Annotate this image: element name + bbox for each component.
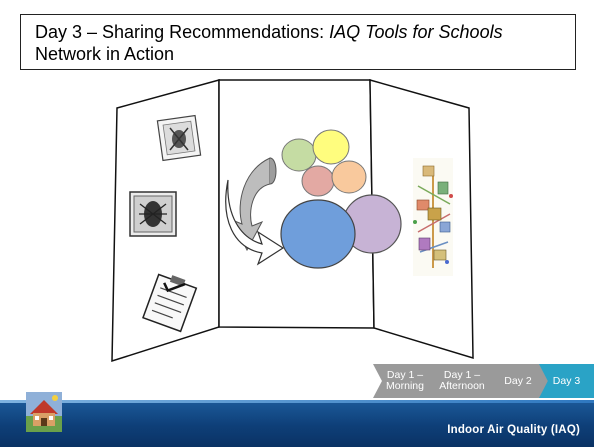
title-prefix: Day 3 – Sharing Recommendations:: [35, 22, 330, 42]
step-label-line1: Day 1 –: [386, 369, 424, 381]
school-house-logo-icon: [26, 392, 62, 432]
step-label: Day 3: [552, 374, 581, 387]
insect-badge-icon: [129, 191, 177, 237]
title-box: Day 3 – Sharing Recommendations: IAQ Too…: [20, 14, 576, 70]
step-label-line2: Afternoon: [439, 380, 485, 392]
step-label-line2: Morning: [386, 380, 424, 392]
title-italic: IAQ Tools for Schools: [329, 22, 503, 42]
timeline-step-day1-afternoon: Day 1 –Afternoon: [427, 364, 497, 398]
step-label-line1: Day 1 –: [443, 369, 481, 381]
bug-stamp-icon: [156, 114, 202, 162]
slide-title: Day 3 – Sharing Recommendations: IAQ Too…: [35, 21, 565, 65]
title-suffix: Network in Action: [35, 44, 175, 64]
footer-stripe: [0, 400, 594, 403]
mind-map-image: [413, 158, 453, 276]
timeline-step-day2: Day 2: [487, 364, 549, 398]
curved-arrow-icon: [225, 179, 285, 266]
progress-timeline: Day 1 –Morning Day 1 –Afternoon Day 2 Da…: [373, 364, 594, 398]
step-label: Day 2: [504, 374, 532, 387]
clipboard-checklist-icon: [142, 273, 198, 333]
timeline-step-day1-morning: Day 1 –Morning: [373, 364, 437, 398]
footer-bar: Indoor Air Quality (IAQ): [0, 400, 594, 447]
timeline-step-day3-active: Day 3: [539, 364, 594, 398]
footer-label: Indoor Air Quality (IAQ): [447, 424, 580, 436]
bubble-cluster-icon: [280, 129, 402, 269]
